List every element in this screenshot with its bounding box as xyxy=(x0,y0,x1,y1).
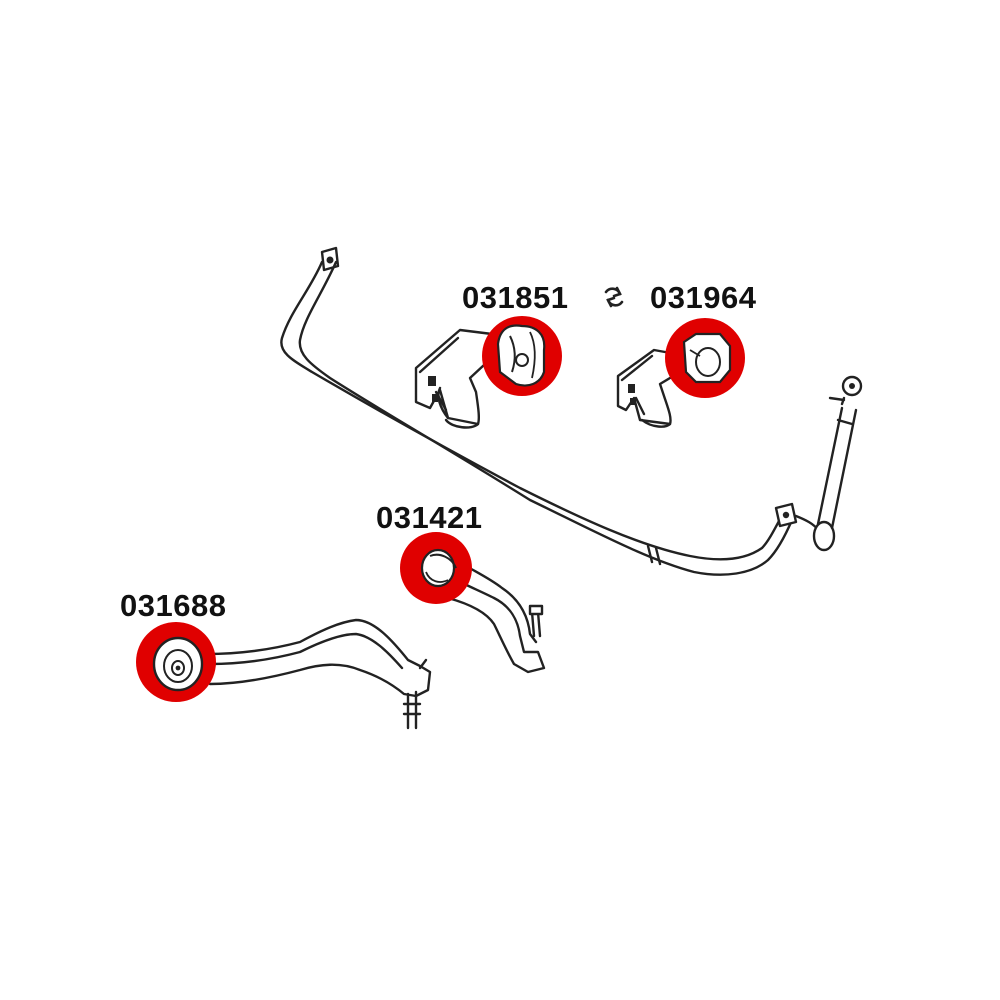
part-number-031964: 031964 xyxy=(650,280,757,315)
lower-control-arm-long xyxy=(204,618,432,730)
bushing-highlights xyxy=(136,316,745,702)
part-number-031851: 031851 xyxy=(462,280,569,315)
refresh-cycle-icon xyxy=(604,286,624,308)
bushing-highlight-031851[interactable] xyxy=(482,316,562,396)
bushing-highlight-031688[interactable] xyxy=(136,622,216,702)
part-number-031421: 031421 xyxy=(376,500,483,535)
bushing-highlight-031421[interactable] xyxy=(400,532,472,604)
sway-bar xyxy=(280,246,798,576)
bushing-highlight-031964[interactable] xyxy=(665,318,745,398)
lower-control-arm-short xyxy=(446,564,546,674)
sway-bar-drop-link xyxy=(794,375,863,552)
part-number-031688: 031688 xyxy=(120,588,227,623)
